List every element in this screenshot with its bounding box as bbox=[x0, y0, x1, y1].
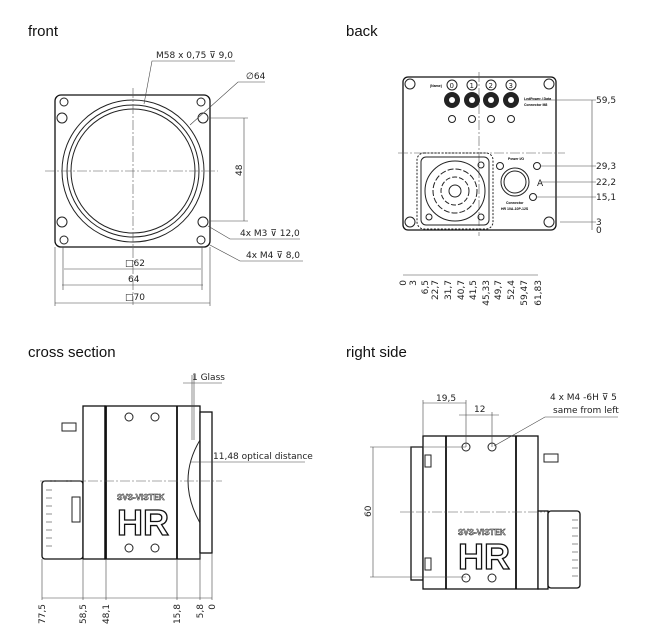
rs-fan-block bbox=[547, 510, 581, 589]
hole-callout-note: same from left bbox=[553, 406, 619, 416]
back-hdim-1: 3 bbox=[409, 280, 419, 286]
svg-text:3: 3 bbox=[509, 82, 513, 90]
cross-section-view: cross section SVS-VISTEK HR 1 Glass 11,4… bbox=[28, 344, 313, 624]
data-connector-label-1: LedPower / Data bbox=[524, 97, 551, 101]
cs-logo: HR bbox=[117, 502, 169, 543]
cs-back-plate bbox=[82, 405, 106, 560]
vdim-0: 0 bbox=[596, 226, 602, 236]
cross-section-title: cross section bbox=[28, 344, 116, 361]
back-hdim-5: 40,7 bbox=[457, 280, 467, 300]
hole-callout: 4 x M4 -6H ⊽ 5 bbox=[550, 393, 617, 403]
back-hdim-3: 22,7 bbox=[431, 280, 441, 300]
vdim-29-3: 29,3 bbox=[596, 162, 616, 172]
dim-64: 64 bbox=[128, 275, 140, 285]
cs-connector bbox=[61, 422, 77, 432]
back-hdim-6: 41,5 bbox=[469, 280, 479, 300]
back-hdim-0: 0 bbox=[399, 280, 409, 286]
svg-text:HR 10A-10P-12S: HR 10A-10P-12S bbox=[501, 207, 529, 211]
back-hdim-11: 61,83 bbox=[534, 280, 544, 306]
io-port-0: 0 bbox=[444, 79, 460, 123]
io-port-1: 1 bbox=[464, 79, 480, 123]
cs-dim-4: 5,8 bbox=[196, 604, 206, 619]
vdim-3: 3 bbox=[596, 218, 602, 228]
back-view: back (Name) 0 1 2 3 LedPower / Da bbox=[346, 23, 616, 306]
svg-text:Power I/O: Power I/O bbox=[508, 157, 524, 161]
back-hdim-8: 49,7 bbox=[494, 280, 504, 300]
back-hdim-2: 6,5 bbox=[421, 280, 431, 294]
back-hdim-4: 31,7 bbox=[444, 280, 454, 300]
dim-48: 48 bbox=[235, 164, 245, 176]
front-view: front M58 x 0,75 ⊽ 9,0 ∅64 48 4x M3 ⊽ 12… bbox=[28, 23, 303, 306]
back-hdim-7: 45,33 bbox=[482, 280, 492, 306]
dim-19-5: 19,5 bbox=[436, 394, 456, 404]
rs-front-mount bbox=[410, 446, 424, 581]
datum-a: A bbox=[537, 179, 544, 189]
dim-62: □62 bbox=[125, 259, 145, 269]
dim-12: 12 bbox=[474, 405, 485, 415]
thread-callout: M58 x 0,75 ⊽ 9,0 bbox=[156, 51, 233, 61]
vdim-59-5: 59,5 bbox=[596, 96, 616, 106]
right-side-title: right side bbox=[346, 344, 407, 361]
back-title: back bbox=[346, 23, 378, 40]
io-port-3: 3 bbox=[503, 79, 519, 123]
front-title: front bbox=[28, 23, 59, 40]
io-port-2: 2 bbox=[483, 79, 499, 123]
svg-text:Connector: Connector bbox=[506, 201, 524, 205]
rs-main-body bbox=[422, 435, 539, 590]
cs-dim-5: 0 bbox=[208, 604, 218, 610]
rs-brand: SVS-VISTEK bbox=[458, 528, 506, 537]
cs-screw-holes bbox=[124, 412, 160, 553]
back-corner-screws bbox=[404, 78, 555, 228]
vdim-22-2: 22,2 bbox=[596, 178, 616, 188]
rs-logo: HR bbox=[458, 536, 510, 577]
optical-distance-callout: 11,48 optical distance bbox=[213, 452, 313, 462]
m3-callout: 4x M3 ⊽ 12,0 bbox=[240, 229, 300, 239]
m4-callout: 4x M4 ⊽ 8,0 bbox=[246, 251, 300, 261]
svg-text:0: 0 bbox=[450, 82, 454, 90]
cs-dim-2: 48,1 bbox=[102, 604, 112, 624]
power-connector: Power I/O Connector HR 10A-10P-12S bbox=[496, 157, 541, 211]
cs-dim-0: 77,5 bbox=[38, 604, 48, 624]
data-connector-label-2: Connector M8 bbox=[524, 103, 547, 107]
dim-70: □70 bbox=[125, 293, 145, 303]
back-hdim-9: 52,4 bbox=[507, 280, 517, 300]
right-side-view: right side SVS-VISTEK HR 19,5 12 4 x M4 … bbox=[346, 344, 619, 590]
cs-fan-block bbox=[41, 480, 84, 560]
io-label: (Name) bbox=[430, 84, 442, 88]
vdim-15-1: 15,1 bbox=[596, 193, 616, 203]
glass-callout: 1 Glass bbox=[192, 373, 225, 383]
fan-grille bbox=[416, 152, 494, 230]
rs-connector bbox=[543, 453, 559, 463]
dim-60: 60 bbox=[364, 505, 374, 517]
rs-back-plate bbox=[537, 510, 549, 590]
back-hdim-10: 59,47 bbox=[520, 280, 530, 306]
svg-text:1: 1 bbox=[470, 82, 474, 90]
diameter-callout: ∅64 bbox=[246, 72, 266, 82]
svg-text:2: 2 bbox=[489, 82, 493, 90]
cs-front-mount bbox=[199, 411, 213, 554]
cs-dim-3: 15,8 bbox=[173, 604, 183, 624]
cs-dim-1: 58,5 bbox=[79, 604, 89, 624]
cs-brand: SVS-VISTEK bbox=[117, 493, 165, 502]
